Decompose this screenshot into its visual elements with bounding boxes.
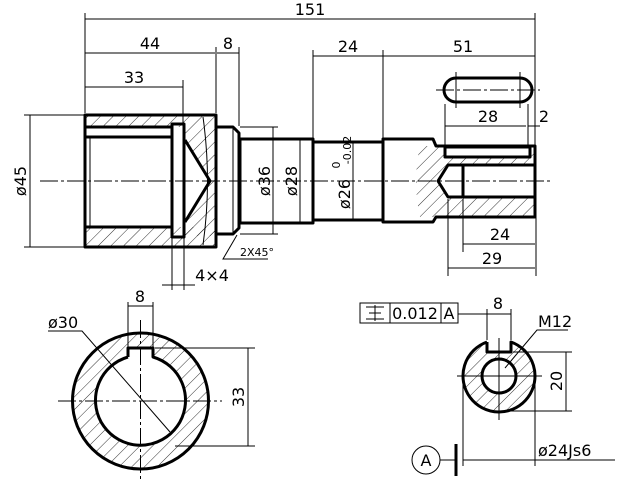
- main-view: 151 44 8 33 24 51 28 2 24 29 ø45 ø36 ø28…: [11, 0, 550, 290]
- symmetry-symbol-icon: [366, 305, 384, 321]
- dim-depth-20: 20: [547, 371, 566, 391]
- dim-hole-29: 29: [482, 249, 502, 268]
- bore-with-keyway: [94, 346, 187, 447]
- dia-30-leader: [48, 330, 171, 433]
- tolerance-lower: -0.02: [341, 136, 354, 164]
- dim-8: 8: [223, 34, 233, 53]
- dim-dia-28: ø28: [282, 166, 301, 196]
- dim-dia-30: ø30: [48, 313, 78, 332]
- dim-20-lines: [505, 351, 572, 412]
- dim-44: 44: [140, 34, 160, 53]
- slot-center-marks: [455, 72, 521, 108]
- dim-45-lines: [24, 114, 84, 248]
- thread-label: M12: [538, 312, 572, 331]
- dim-hole-24: 24: [490, 225, 510, 244]
- dim-dia-45: ø45: [11, 166, 30, 196]
- slot-cutout: [445, 147, 530, 157]
- dim-slot-28: 28: [478, 107, 498, 126]
- tolerance-datum: A: [444, 304, 455, 323]
- extension-lines: [84, 13, 537, 276]
- dim-24-lines: [462, 376, 615, 466]
- dim-groove-4x4: 4×4: [195, 266, 229, 285]
- dim-chamfer: 2X45°: [240, 246, 274, 259]
- dim-key-8: 8: [135, 287, 145, 306]
- chamfer-leader: [222, 234, 268, 260]
- dim-51: 51: [453, 37, 473, 56]
- dim-36-28-lines: [240, 126, 301, 235]
- dim-33: 33: [124, 68, 144, 87]
- shaft-28: [238, 137, 315, 225]
- dim-24-top: 24: [338, 37, 358, 56]
- hatch-shaft: [462, 342, 535, 412]
- section-centerlines: [457, 338, 542, 420]
- hatch-top-wall: [85, 115, 216, 127]
- frame-dividers: [389, 303, 442, 323]
- dim-33-lines: [155, 347, 255, 447]
- section-left: 8 ø30 33: [48, 287, 255, 482]
- dim-dia-36: ø36: [255, 166, 274, 196]
- right-body-outline: [381, 137, 537, 224]
- shaft-26: [313, 140, 383, 222]
- dim-depth-33: 33: [229, 387, 248, 407]
- hatch-ring: [72, 332, 209, 470]
- dim-151: 151: [295, 0, 326, 19]
- datum-label: A: [421, 451, 432, 470]
- dim-groove-lines: [162, 238, 195, 290]
- thread-leader: [504, 329, 568, 369]
- tolerance-frame: 0.012 A: [359, 302, 459, 324]
- tolerance-upper: 0: [330, 162, 343, 169]
- section-right: 0.012 A 8 M12 20 ø24Js6 A: [359, 294, 615, 476]
- dim-key-8: 8: [493, 294, 503, 313]
- frame-box: [359, 302, 459, 324]
- dim-slot-2: 2: [539, 107, 549, 126]
- dimension-lines: [85, 18, 540, 269]
- hatch-cone-region: [184, 127, 216, 236]
- dim-key-8-lines: [127, 302, 154, 348]
- tolerance-value: 0.012: [392, 304, 438, 323]
- dim-dia-24: ø24Js6: [538, 441, 591, 460]
- dim-dia-26: ø26: [335, 179, 354, 209]
- slot-outline: [443, 145, 532, 159]
- bore-lines: [85, 125, 171, 229]
- dim-key-8-lines: [458, 309, 512, 340]
